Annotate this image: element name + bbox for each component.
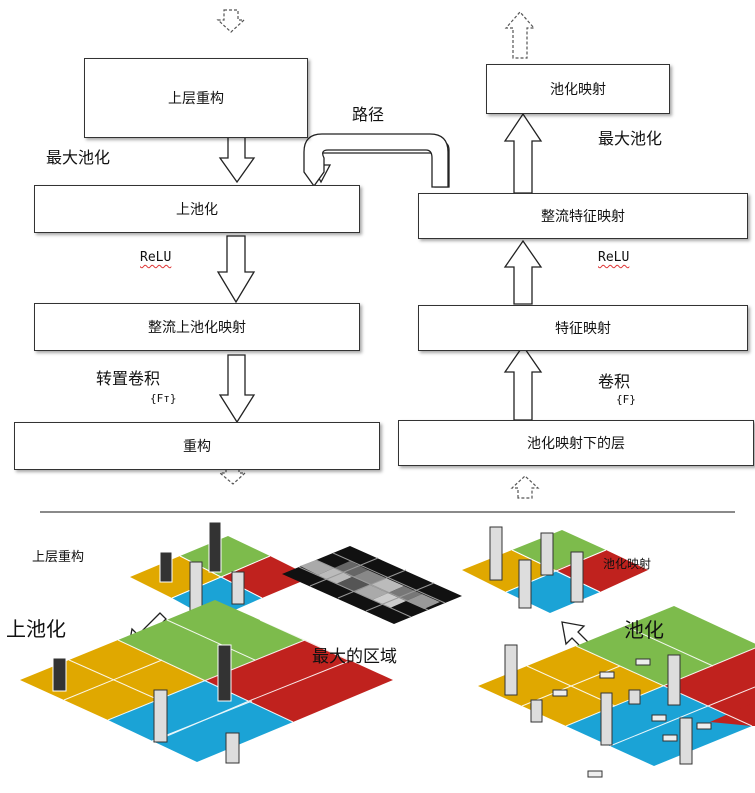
unpool-box: 上池化 xyxy=(34,185,360,233)
relu-label-left: ReLU xyxy=(140,250,172,265)
feature-map-box: 特征映射 xyxy=(418,305,748,351)
feature-map-label: 特征映射 xyxy=(555,321,611,337)
switches-connector xyxy=(303,133,450,188)
f-label: {F} xyxy=(616,393,636,406)
conv-label: 卷积 xyxy=(598,372,631,391)
arrow-up-maxpool xyxy=(503,112,543,194)
switches-label: 路径 xyxy=(352,105,385,124)
max-pooling-label-right: 最大池化 xyxy=(598,129,663,148)
bottom-pooled-map-label: 池化映射 xyxy=(603,557,652,571)
arrow-up-conv xyxy=(503,344,543,421)
big-unpooled-map-left xyxy=(20,600,393,764)
upper-reconstruction-box: 上层重构 xyxy=(84,58,308,138)
relu-label-right: ReLU xyxy=(598,250,630,265)
max-pooling-label-left: 最大池化 xyxy=(46,148,111,167)
pooled-map-box: 池化映射 xyxy=(486,64,670,114)
arrow-down-deconv xyxy=(218,354,256,424)
arrow-up-relu xyxy=(503,239,543,305)
arrow-down-maxpool xyxy=(218,136,256,184)
big-rectified-map-right xyxy=(478,606,755,778)
unpool-label: 上池化 xyxy=(176,202,218,218)
dashed-down-arrow-top xyxy=(216,9,246,33)
pooled-map-label: 池化映射 xyxy=(550,82,606,98)
layer-below-pooled-map-box: 池化映射下的层 xyxy=(398,420,754,466)
bottom-unpool-label: 上池化 xyxy=(6,617,66,641)
rectified-feature-map-label: 整流特征映射 xyxy=(541,209,625,225)
dashed-up-arrow-top xyxy=(504,11,536,59)
upper-reconstruction-label: 上层重构 xyxy=(168,91,224,107)
dashed-up-arrow-bottom xyxy=(510,475,540,499)
layer-below-pooled-map-label: 池化映射下的层 xyxy=(527,436,625,452)
rectified-feature-map-box: 整流特征映射 xyxy=(418,193,748,239)
bottom-upper-reconstruction-label: 上层重构 xyxy=(32,550,85,565)
small-pooled-map-right xyxy=(462,526,648,613)
rectified-unpooled-map-box: 整流上池化映射 xyxy=(34,303,360,351)
arrow-down-relu xyxy=(216,235,256,304)
reconstruction-label: 重构 xyxy=(183,439,211,455)
ft-label: {Fт} xyxy=(150,392,177,405)
max-region-label: 最大的区域 xyxy=(312,647,397,667)
bottom-pool-label: 池化 xyxy=(624,618,664,642)
rectified-unpooled-map-label: 整流上池化映射 xyxy=(148,320,246,336)
reconstruction-box: 重构 xyxy=(14,422,380,470)
transposed-conv-label: 转置卷积 xyxy=(96,369,161,388)
max-region-grid xyxy=(282,546,462,624)
